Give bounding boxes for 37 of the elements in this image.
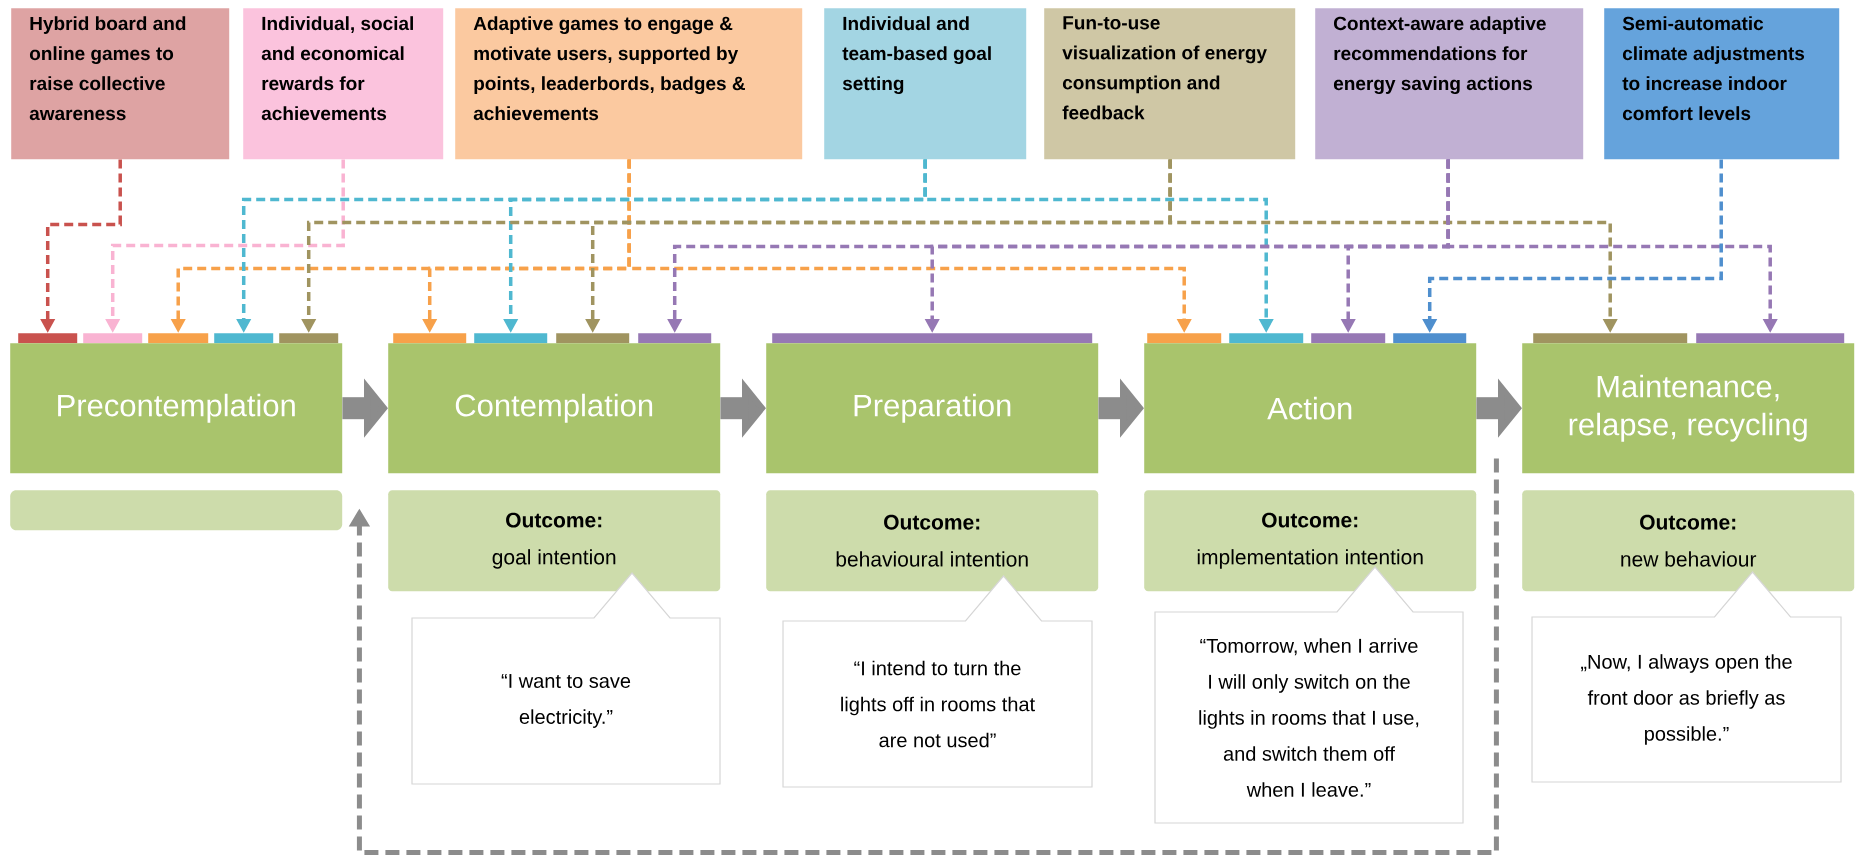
quote-callout: “I intend to turn the lights off in rooms that are not used” [782, 575, 1093, 788]
tab-bar [1533, 333, 1688, 344]
tab-bar [393, 333, 467, 344]
feature-box: Hybrid board and online games to raise collective awareness [11, 8, 230, 160]
outcome-box: Outcome: implementation intention [1144, 490, 1477, 592]
stage-box: Contemplation [388, 343, 721, 474]
stage-box: Maintenance, relapse, recycling [1522, 343, 1855, 474]
outcome-box: Outcome: goal intention [388, 490, 721, 592]
tab-bar [214, 333, 274, 344]
stage-box: Action [1144, 343, 1477, 474]
stage-box: Precontemplation [10, 343, 343, 474]
tab-bar [18, 333, 78, 344]
tab-bar [1229, 333, 1304, 344]
quote-callout: “I want to save electricity.” [411, 572, 721, 785]
dashed-arrow [348, 458, 1499, 855]
stage-box: Preparation [766, 343, 1099, 474]
quote-callout: „Now, I always open the front door as briefly as possible.” [1531, 571, 1842, 783]
tab-bar [638, 333, 712, 344]
tab-bar [83, 333, 143, 344]
outcome-box: Outcome: new behaviour [1522, 490, 1855, 592]
tab-bar [1311, 333, 1386, 344]
tab-bar [474, 333, 548, 344]
feature-box: Adaptive games to engage & motivate users, supported by points, leaderbords, badges & achievements [455, 8, 803, 160]
tab-bar [148, 333, 209, 344]
tab-bar [279, 333, 339, 344]
outcome-box: Outcome: behavioural intention [766, 490, 1099, 592]
tab-bar [556, 333, 630, 344]
tab-bar [1696, 333, 1845, 344]
feature-box: Individual, social and economical rewards for achievements [243, 8, 444, 160]
outcome-box [10, 490, 343, 531]
feature-box: Individual and team-based goal setting [824, 8, 1027, 160]
feature-box: Fun-to-use visualization of energy consumption and feedback [1044, 8, 1296, 160]
tab-bar [1147, 333, 1222, 344]
tab-bar [772, 333, 1093, 344]
feature-box: Context-aware adaptive recommendations for energy saving actions [1315, 8, 1584, 160]
feature-box: Semi-automatic climate adjustments to increase indoor comfort levels [1604, 8, 1840, 160]
tab-bar [1393, 333, 1467, 344]
